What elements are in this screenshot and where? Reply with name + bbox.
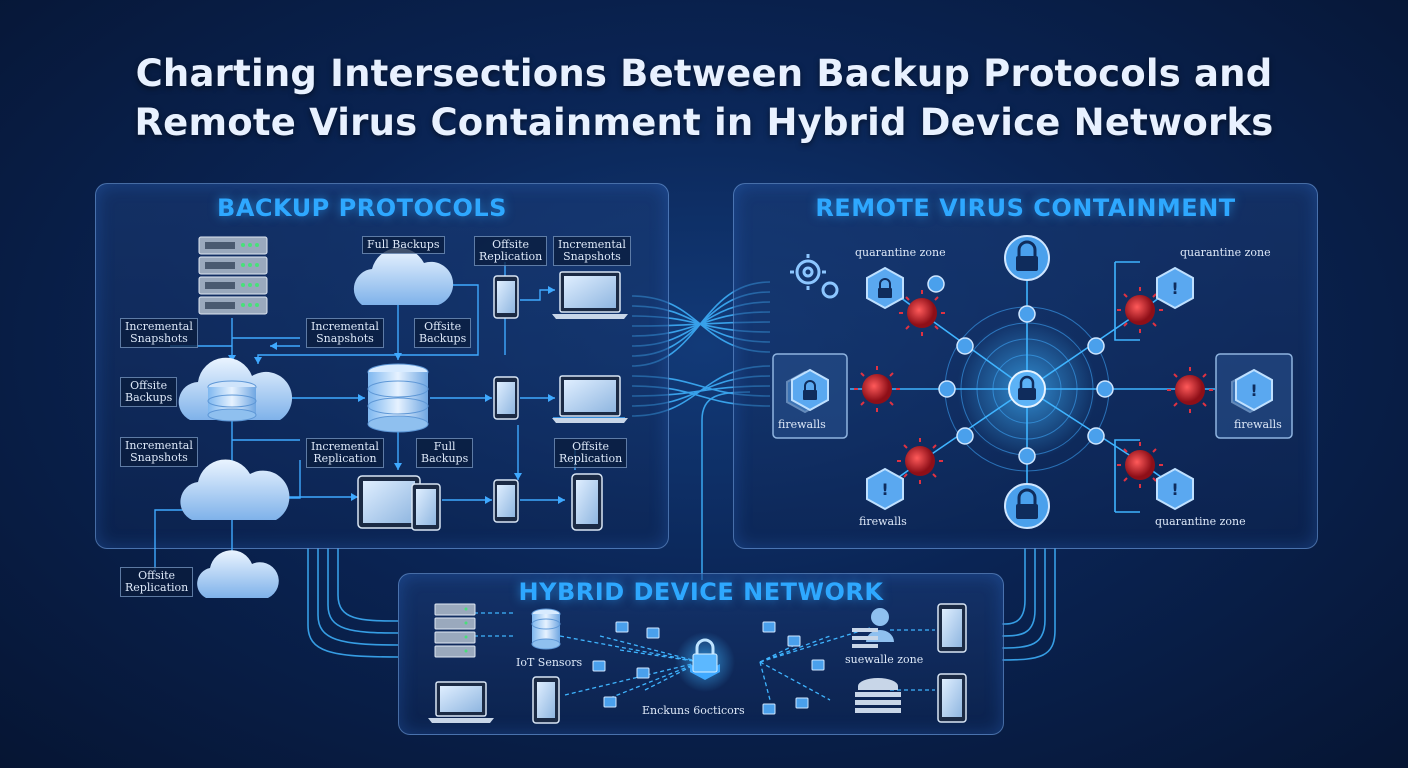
phone-icon [532, 676, 560, 724]
label-firewalls: firewalls [778, 418, 826, 431]
server-icon [855, 678, 901, 713]
hybrid-network-heading: HYBRID DEVICE NETWORK [518, 578, 884, 606]
warning-icon: ! [881, 480, 888, 499]
label-incremental-snapshots: Incremental Snapshots [120, 437, 198, 467]
laptop-icon [552, 375, 628, 423]
label-quarantine-zone: quarantine zone [1180, 246, 1271, 259]
laptop-icon [552, 271, 628, 319]
lock-icon [1004, 483, 1050, 529]
label-offsite-replication: Offsite Replication [120, 567, 194, 597]
phone-icon [937, 673, 967, 723]
label-offsite-backups: Offsite Backups [414, 318, 472, 348]
gear-icon [795, 259, 839, 299]
lock-icon [592, 621, 825, 715]
label-full-backups: Full Backups [416, 438, 474, 468]
label-offsite-backups: Offsite Backups [120, 377, 178, 407]
label-offsite-replication: Offsite Replication [554, 438, 628, 468]
label-quarantine-zone: quarantine zone [1155, 515, 1246, 528]
label-incremental-snapshots: Incremental Snapshots [306, 318, 384, 348]
warning-icon: ! [1171, 279, 1178, 298]
warning-icon: ! [1250, 381, 1257, 400]
server-icon [434, 603, 476, 658]
tablet-icon [357, 475, 441, 531]
laptop-icon [428, 681, 494, 723]
label-firewalls: firewalls [1234, 418, 1282, 431]
label-incremental-snapshots: Incremental Snapshots [553, 236, 631, 266]
lock-icon [1004, 235, 1050, 281]
phone-icon [937, 603, 967, 653]
label-suewalle-zone: suewalle zone [845, 653, 924, 666]
label-incremental-replication: Incremental Replication [306, 438, 384, 468]
database-icon [531, 608, 561, 650]
database-icon [367, 363, 429, 433]
lock-icon [675, 632, 735, 692]
cloud-icon [353, 247, 454, 305]
label-offsite-replication: Offsite Replication [474, 236, 548, 266]
cloud-icon [180, 459, 290, 520]
user-icon [852, 608, 894, 648]
lock-icon [1008, 370, 1046, 408]
virus-containment-heading: REMOTE VIRUS CONTAINMENT [815, 194, 1236, 222]
label-firewalls: firewalls [859, 515, 907, 528]
cloud-icon [197, 550, 279, 598]
label-incremental-snapshots: Incremental Snapshots [120, 318, 198, 348]
virus-icon [862, 295, 1205, 480]
label-full-backups: Full Backups [362, 236, 445, 254]
title-line-2: Remote Virus Containment in Hybrid Devic… [134, 101, 1274, 144]
label-endpoint: Enckuns 6octicors [642, 704, 745, 717]
label-iot-sensors: IoT Sensors [516, 656, 583, 669]
server-icon [198, 236, 268, 315]
label-quarantine-zone: quarantine zone [855, 246, 946, 259]
backup-protocols-heading: BACKUP PROTOCOLS [217, 194, 507, 222]
warning-icon: ! [1171, 480, 1178, 499]
cloud-icon [178, 357, 293, 422]
title-line-1: Charting Intersections Between Backup Pr… [135, 52, 1273, 95]
